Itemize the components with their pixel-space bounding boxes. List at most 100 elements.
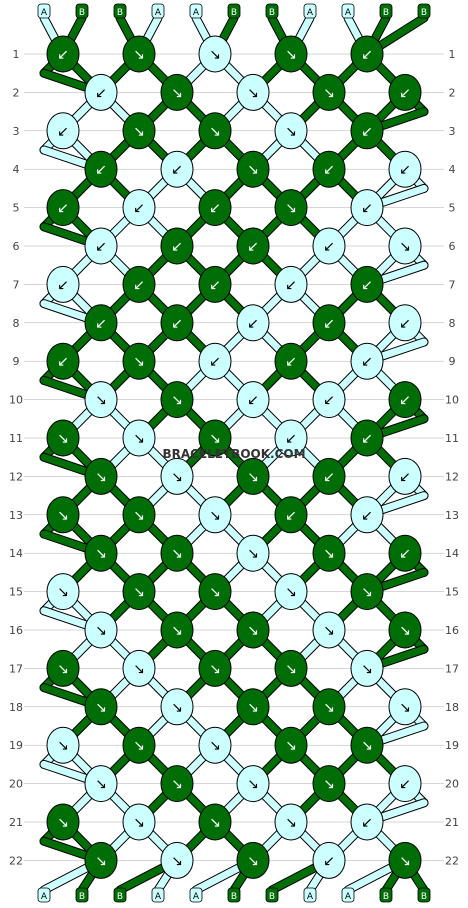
knot-arrow: ↙ bbox=[399, 777, 411, 793]
bottom-string-label: B bbox=[383, 892, 389, 902]
knot-arrow: ↘ bbox=[133, 47, 145, 63]
knot bbox=[46, 419, 80, 457]
knot bbox=[122, 265, 156, 303]
knot bbox=[46, 35, 80, 73]
knot-arrow: ↙ bbox=[323, 853, 335, 869]
row-number-right: 18 bbox=[445, 701, 459, 714]
knot-arrow: ↘ bbox=[133, 431, 145, 447]
knot-arrow: ↘ bbox=[209, 124, 221, 140]
knot-arrow: ↙ bbox=[323, 316, 335, 332]
knot-arrow: ↘ bbox=[171, 853, 183, 869]
knot bbox=[84, 457, 118, 495]
knot bbox=[84, 765, 118, 803]
knot bbox=[350, 112, 384, 150]
knot-arrow: ↙ bbox=[57, 47, 69, 63]
knot bbox=[236, 688, 270, 726]
bottom-string-label-tab bbox=[379, 887, 393, 903]
knot bbox=[388, 841, 422, 879]
bottom-string-label: A bbox=[193, 892, 200, 902]
knot-arrow: ↙ bbox=[361, 201, 373, 217]
knot bbox=[122, 342, 156, 380]
knot bbox=[312, 534, 346, 572]
knot bbox=[312, 611, 346, 649]
knot-arrow: ↘ bbox=[95, 853, 107, 869]
bottom-string-label-tab bbox=[75, 887, 89, 903]
knot-arrow: ↘ bbox=[209, 431, 221, 447]
knot-arrow: ↘ bbox=[247, 700, 259, 716]
knot-arrow: ↙ bbox=[133, 277, 145, 293]
top-string-label-tab bbox=[75, 3, 89, 19]
knot bbox=[198, 35, 232, 73]
top-string-label-tab bbox=[379, 3, 393, 19]
knot bbox=[350, 189, 384, 227]
bottom-string-label: B bbox=[231, 892, 237, 902]
knot bbox=[122, 189, 156, 227]
row-number-right: 3 bbox=[449, 125, 456, 138]
knot-arrow: ↘ bbox=[323, 623, 335, 639]
knot bbox=[236, 534, 270, 572]
knot-arrow: ↙ bbox=[361, 124, 373, 140]
row-number-right: 16 bbox=[445, 624, 459, 637]
row-number-right: 7 bbox=[449, 278, 456, 291]
knot bbox=[274, 803, 308, 841]
row-number-right: 9 bbox=[449, 355, 456, 368]
knot bbox=[84, 381, 118, 419]
knot bbox=[122, 649, 156, 687]
knot-arrow: ↙ bbox=[247, 393, 259, 409]
knot bbox=[46, 496, 80, 534]
knot-arrow: ↘ bbox=[57, 815, 69, 831]
knot bbox=[46, 573, 80, 611]
knot bbox=[46, 726, 80, 764]
knot-arrow: ↙ bbox=[133, 201, 145, 217]
row-number-right: 19 bbox=[445, 739, 459, 752]
knot-arrow: ↘ bbox=[285, 661, 297, 677]
row-number-left: 5 bbox=[13, 202, 20, 215]
row-number-right: 15 bbox=[445, 586, 459, 599]
knot-arrow: ↙ bbox=[399, 546, 411, 562]
knot bbox=[198, 112, 232, 150]
top-string-label: B bbox=[79, 8, 85, 18]
knot bbox=[84, 611, 118, 649]
knot bbox=[198, 649, 232, 687]
row-number-left: 20 bbox=[9, 778, 23, 791]
knot bbox=[122, 496, 156, 534]
knot bbox=[160, 73, 194, 111]
row-number-right: 12 bbox=[445, 470, 459, 483]
knot bbox=[160, 150, 194, 188]
knot-arrow: ↘ bbox=[171, 546, 183, 562]
knot bbox=[274, 265, 308, 303]
knot-arrow: ↘ bbox=[57, 508, 69, 524]
row-number-right: 10 bbox=[445, 394, 459, 407]
bottom-string-label: A bbox=[41, 892, 48, 902]
top-string-label-tab bbox=[303, 3, 317, 19]
knot bbox=[84, 304, 118, 342]
bottom-string-label-tab bbox=[113, 887, 127, 903]
knot bbox=[46, 649, 80, 687]
row-number-left: 22 bbox=[9, 854, 23, 867]
top-string-label: A bbox=[193, 8, 200, 18]
knot bbox=[236, 841, 270, 879]
row-number-right: 6 bbox=[449, 240, 456, 253]
bottom-string-label-tab bbox=[303, 887, 317, 903]
row-number-left: 9 bbox=[13, 355, 20, 368]
knot bbox=[312, 688, 346, 726]
knot bbox=[198, 189, 232, 227]
knot-arrow: ↙ bbox=[399, 393, 411, 409]
knot-arrow: ↘ bbox=[57, 585, 69, 601]
knot bbox=[350, 35, 384, 73]
knot bbox=[350, 419, 384, 457]
row-number-left: 2 bbox=[13, 86, 20, 99]
row-number-left: 18 bbox=[9, 701, 23, 714]
knot-arrow: ↙ bbox=[399, 316, 411, 332]
row-number-left: 13 bbox=[9, 509, 23, 522]
knot bbox=[274, 496, 308, 534]
top-string-label-tab bbox=[189, 3, 203, 19]
knot bbox=[198, 342, 232, 380]
knot-arrow: ↙ bbox=[57, 201, 69, 217]
knot bbox=[160, 688, 194, 726]
knot bbox=[388, 73, 422, 111]
knot-arrow: ↘ bbox=[95, 623, 107, 639]
row-number-left: 7 bbox=[13, 278, 20, 291]
knot bbox=[46, 803, 80, 841]
